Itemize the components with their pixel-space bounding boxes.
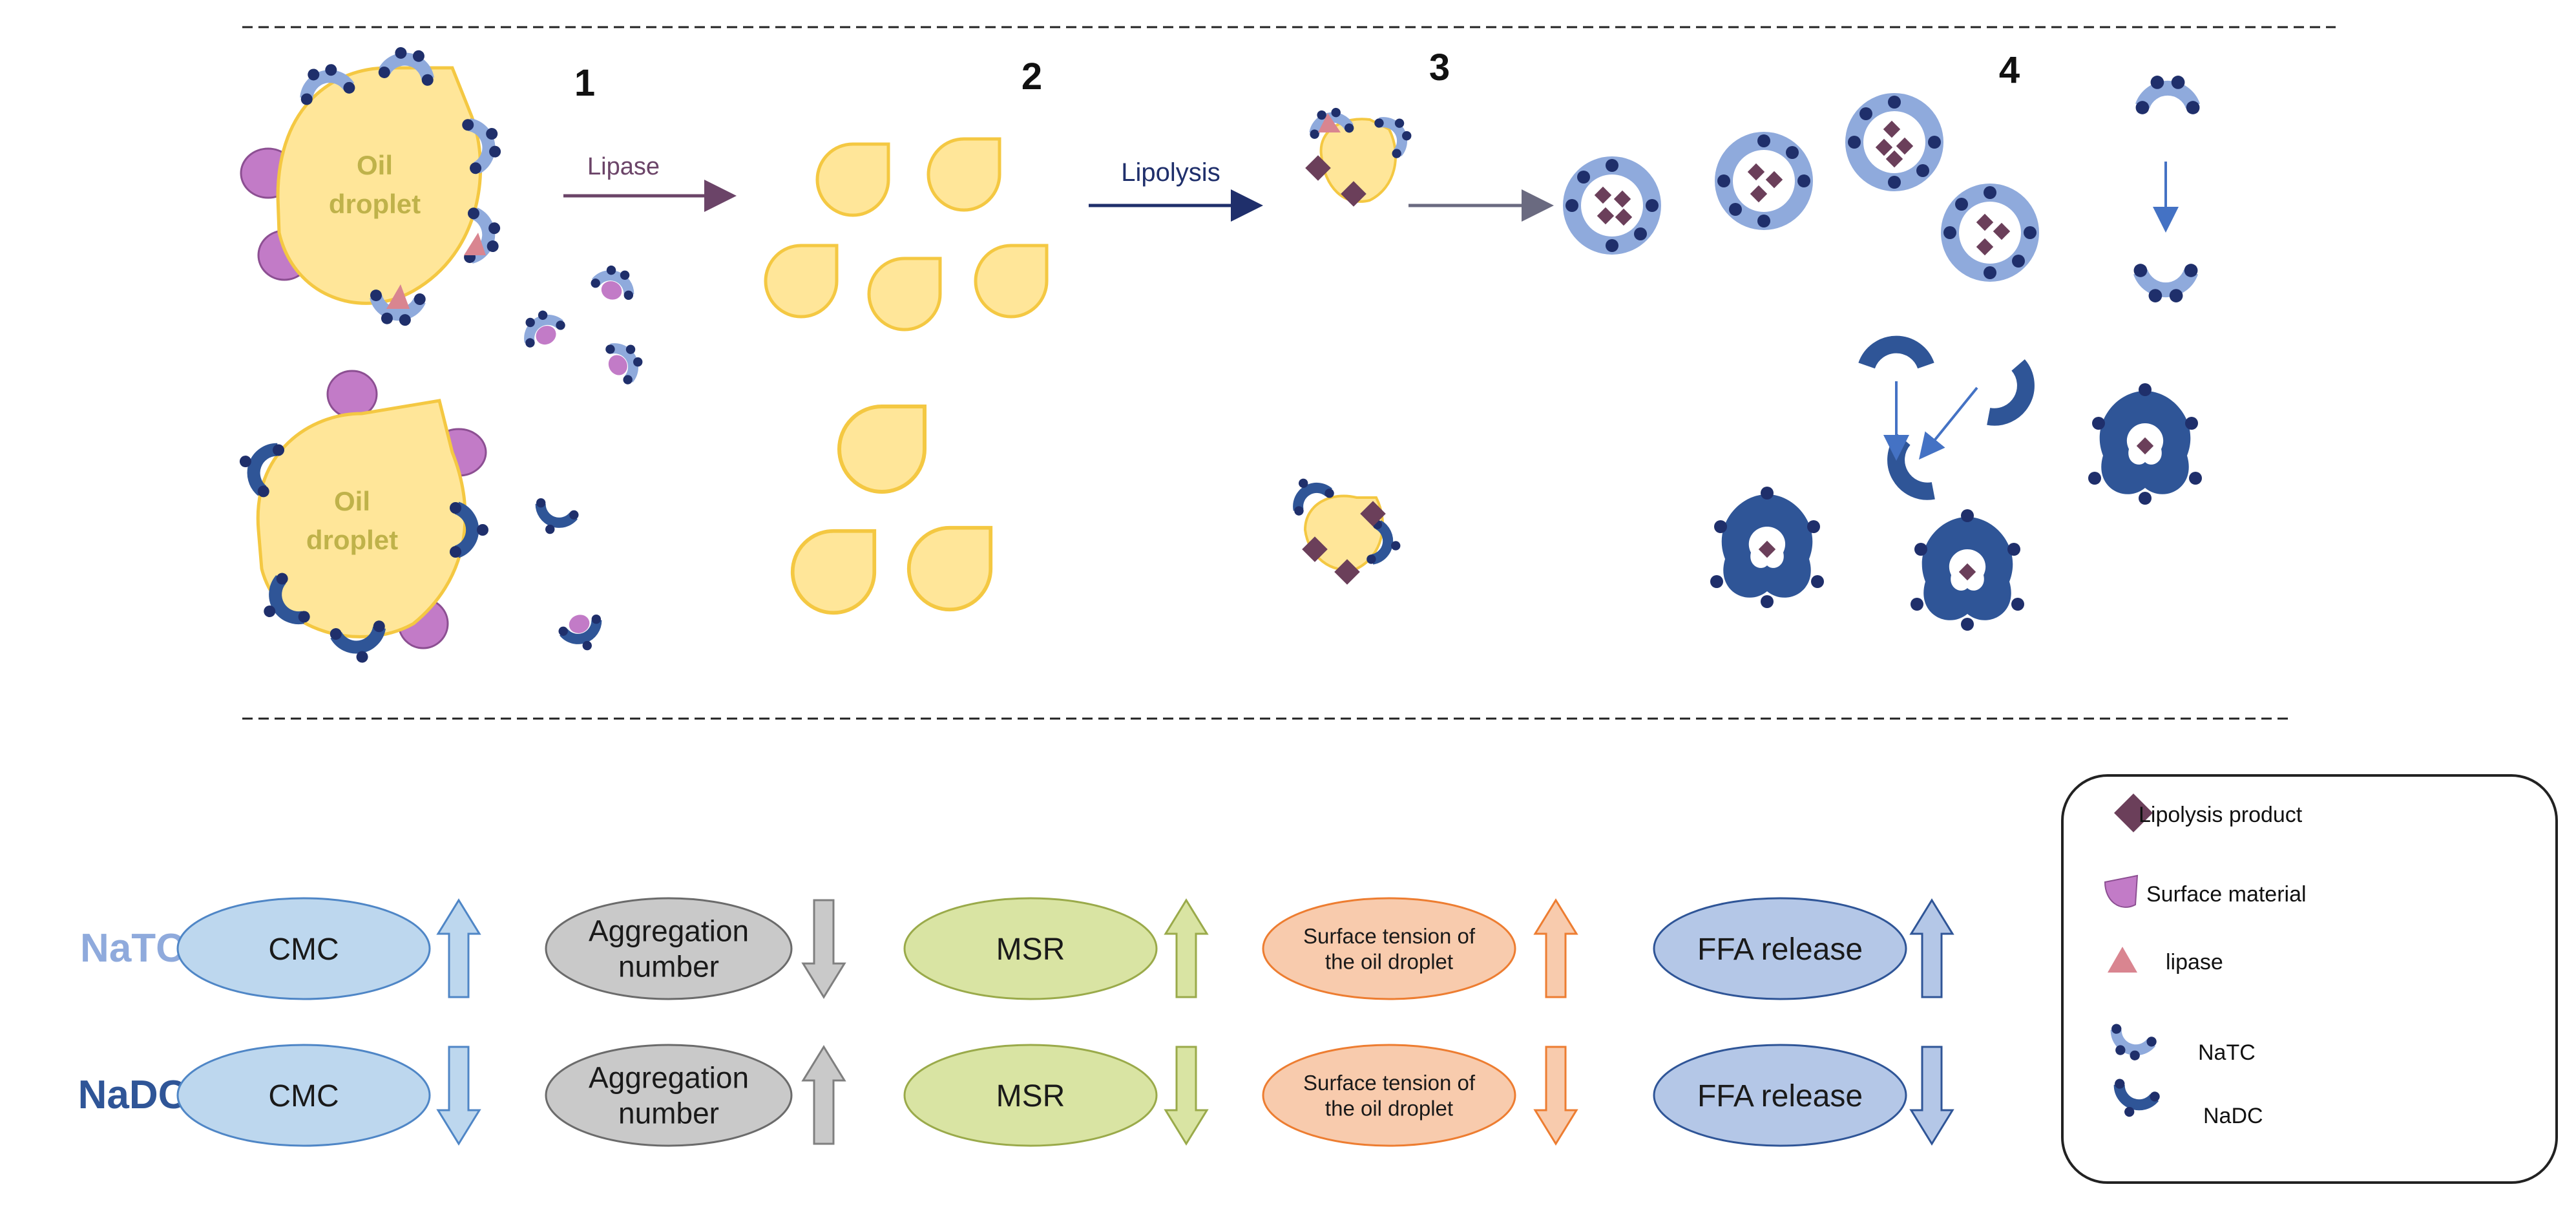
- ffa-release-ellipse: [1653, 897, 1907, 1000]
- surface-tension-label: the oil droplet: [1325, 1096, 1453, 1120]
- stage-3-nadc-cluster: [1282, 468, 1404, 585]
- oil-droplet-label: droplet: [329, 189, 421, 219]
- small-oil-droplet: [869, 258, 940, 330]
- cmc-label: CMC: [268, 1079, 339, 1113]
- natc-micelle: [1941, 184, 2039, 282]
- lipase-arrow-label: Lipase: [587, 153, 660, 180]
- lipolysis-product-icon: [2114, 794, 2153, 832]
- surface-tension-label: Surface tension of: [1303, 1071, 1476, 1095]
- legend-natc: NaTC: [2198, 1040, 2256, 1065]
- nadc-micelles: [1710, 383, 2202, 631]
- legend-lipase: lipase: [2166, 950, 2223, 974]
- small-oil-droplet: [766, 246, 837, 317]
- step-number-3: 3: [1429, 47, 1450, 89]
- stage-2-droplets: [766, 139, 1047, 613]
- oil-droplet-label: Oil: [334, 486, 370, 516]
- small-oil-droplet: [976, 246, 1047, 317]
- aggregation-number-label: Aggregation: [589, 1061, 749, 1095]
- arrow-up-icon: [1909, 898, 1954, 998]
- step-number-4: 4: [1999, 49, 2020, 91]
- natc-dimer-formation: [2134, 76, 2200, 302]
- step-number-2: 2: [1021, 56, 1042, 98]
- row-label: NaDC: [78, 1073, 187, 1117]
- aggregation-number-ellipse: [545, 1044, 793, 1147]
- nadc-micelle: [2088, 383, 2202, 505]
- aggregation-number-ellipse: [545, 897, 793, 1000]
- legend: Lipolysis product Surface material lipas…: [2061, 774, 2558, 1184]
- surface-material-icon: [326, 370, 378, 419]
- lipolysis-arrow-label: Lipolysis: [1121, 158, 1220, 187]
- lipase-icon: [2108, 947, 2137, 973]
- arrow-down-icon: [436, 1046, 481, 1146]
- surface-material-icon: [2104, 874, 2139, 908]
- arrow-up-icon: [1164, 898, 1209, 998]
- ffa-release-label: FFA release: [1697, 932, 1863, 967]
- ffa-release-label: FFA release: [1697, 1079, 1863, 1113]
- arrow-down-icon: [1909, 1046, 1954, 1146]
- msr-label: MSR: [996, 932, 1065, 967]
- stage-1-free-natc: [515, 260, 649, 388]
- nadc-micelle: [1911, 509, 2024, 631]
- arrow-down-icon: [1164, 1046, 1209, 1146]
- surface-tension-ellipse: [1262, 897, 1516, 1000]
- stage-1-natc-droplet: Oil droplet: [240, 44, 504, 328]
- arrow-down-icon: [801, 899, 846, 999]
- surface-tension-label: Surface tension of: [1303, 924, 1476, 948]
- legend-nadc: NaDC: [2203, 1104, 2263, 1128]
- ffa-release-ellipse: [1653, 1044, 1907, 1147]
- natc-micelle: [1715, 132, 1813, 230]
- oil-droplet-label: Oil: [357, 150, 393, 180]
- natc-molecule-icon: [463, 207, 501, 266]
- small-oil-droplet: [909, 528, 991, 610]
- nadc-dimer-formation: [1858, 335, 2035, 500]
- natc-micelle: [1563, 156, 1661, 255]
- small-oil-droplet: [817, 144, 888, 215]
- arrow-up-icon: [1533, 898, 1578, 998]
- oil-droplet-shape: [276, 66, 483, 305]
- cmc-ellipse: [176, 1044, 431, 1147]
- msr-label: MSR: [996, 1079, 1065, 1113]
- legend-surface-material: Surface material: [2146, 882, 2307, 907]
- aggregation-number-label: number: [618, 1097, 719, 1130]
- msr-ellipse: [903, 897, 1158, 1000]
- legend-box: [2061, 774, 2558, 1184]
- oil-droplet-shape: [256, 399, 467, 638]
- msr-ellipse: [903, 1044, 1158, 1147]
- legend-lipolysis-product: Lipolysis product: [2139, 803, 2303, 827]
- step-number-1: 1: [574, 62, 595, 104]
- lipase-icon: [386, 284, 410, 309]
- oil-droplet-label: droplet: [306, 525, 398, 555]
- arrow-up-icon: [801, 1045, 846, 1145]
- row-label: NaTC: [80, 926, 185, 971]
- cmc-label: CMC: [268, 932, 339, 967]
- small-oil-droplet: [928, 139, 1000, 210]
- stage-1-nadc-droplet: Oil droplet: [231, 370, 488, 668]
- cmc-ellipse: [176, 897, 431, 1000]
- stage-1-free-nadc: [527, 497, 609, 658]
- arrow-up-icon: [436, 898, 481, 998]
- nadc-micelle: [1710, 487, 1824, 608]
- lipase-icon: [464, 233, 486, 255]
- small-oil-droplet: [839, 406, 925, 492]
- aggregation-number-label: Aggregation: [589, 914, 749, 948]
- arrow-down-icon: [1533, 1046, 1578, 1146]
- surface-tension-ellipse: [1262, 1044, 1516, 1147]
- surface-tension-label: the oil droplet: [1325, 949, 1453, 973]
- stage-3-natc-cluster: [1305, 105, 1418, 207]
- natc-micelles: [1563, 93, 2039, 282]
- small-oil-droplet: [793, 531, 875, 613]
- aggregation-number-label: number: [618, 950, 719, 984]
- natc-micelle: [1845, 93, 1943, 191]
